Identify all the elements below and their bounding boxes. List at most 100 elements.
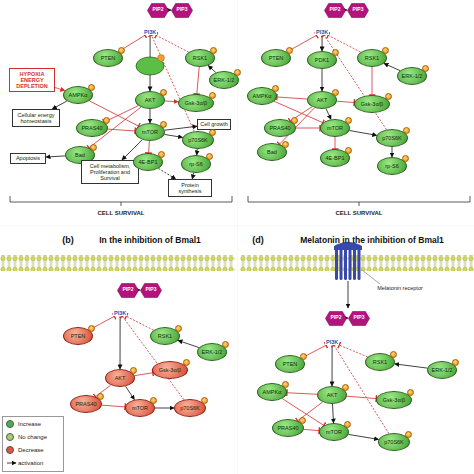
- callout-label: Melatonin receptor: [377, 285, 423, 291]
- protein-node: ERK-1/2: [397, 67, 427, 85]
- footer-label: CELL SURVIVAL: [335, 210, 382, 216]
- phosphate-dot: [344, 421, 351, 428]
- legend-arrow: [7, 463, 16, 464]
- phosphate-dot: [88, 325, 95, 332]
- receptor-helix: [340, 248, 343, 280]
- activation-connector: [332, 404, 333, 423]
- inhibition-connector: [197, 67, 199, 94]
- protein-node: p70S6K: [376, 129, 408, 147]
- protein-node: mTOR: [319, 423, 349, 441]
- activation-connector: [150, 109, 151, 123]
- node-label: PIP2: [330, 7, 341, 13]
- node-label: PI3K: [316, 29, 328, 35]
- activation-connector: [332, 345, 333, 386]
- connector-layer: [46, 10, 427, 439]
- inhibition-connector: [277, 97, 307, 99]
- node-label: Apoptosis: [16, 155, 40, 161]
- protein-node: PTEN: [275, 355, 305, 373]
- activation-connector: [169, 10, 171, 11]
- node-label: Cellular energy homeostasis: [15, 112, 57, 125]
- phosphate-dot: [103, 117, 110, 124]
- phosphate-dot: [210, 47, 217, 54]
- legend-item: Decrease: [6, 446, 44, 454]
- node-label: mTOR: [142, 129, 158, 135]
- bracket: [10, 196, 232, 206]
- node-label: Gsk-3α/β: [159, 367, 182, 373]
- phosphate-dot: [407, 389, 414, 396]
- unlabeled-protein: [136, 55, 164, 75]
- node-label: PRAS40: [75, 401, 96, 407]
- node-label: Gsk-3α/β: [185, 100, 208, 106]
- activation-connector: [46, 156, 65, 157]
- phosphate-dot: [88, 84, 95, 91]
- protein-node: AMPKα: [63, 86, 93, 104]
- protein-node: AKT: [307, 91, 337, 109]
- phosphate-dot: [291, 117, 298, 124]
- node-label: RSK1: [193, 55, 207, 61]
- protein-node: Gsk-3α/β: [376, 391, 412, 409]
- activation-connector: [139, 290, 140, 291]
- receptor-helix: [349, 248, 352, 280]
- protein-node: ERK-1/2: [427, 361, 457, 379]
- activation-connector: [346, 10, 347, 11]
- inhibition-connector: [148, 141, 150, 153]
- phosphate-dot: [183, 359, 190, 366]
- activation-connector: [126, 386, 135, 399]
- node-label: p70S6K: [180, 405, 200, 411]
- inhibition-connector: [335, 137, 336, 149]
- protein-node: AMPKα: [257, 383, 287, 401]
- phosphate-dot: [206, 153, 213, 160]
- phosphate-dot: [160, 89, 167, 96]
- protein-node: RSK1: [365, 353, 395, 371]
- protein-node: p70S6K: [378, 433, 410, 451]
- phosphate-dot: [342, 384, 349, 391]
- node-label: 4E-BP1: [139, 159, 158, 165]
- panel-letter: (b): [62, 235, 74, 245]
- protein-node: PTEN: [63, 327, 93, 345]
- phosphate-dot: [130, 367, 137, 374]
- phosphate-dot: [382, 47, 389, 54]
- phosphate-dot: [422, 65, 429, 72]
- bracket: [248, 196, 470, 206]
- phosphate-dot: [201, 397, 208, 404]
- inhibition-connector: [304, 429, 319, 430]
- node-label: PRAS40: [269, 125, 290, 131]
- activation-connector: [165, 100, 178, 102]
- protein-node: RSK1: [357, 49, 387, 67]
- protein-node: AKT: [105, 369, 135, 387]
- kinase-box: PI3K: [315, 29, 329, 35]
- node-label: RSK1: [158, 333, 172, 339]
- phosphate-dot: [452, 359, 459, 366]
- node-label: AKT: [327, 392, 338, 398]
- legend-text: Increase: [18, 421, 41, 427]
- protein-node: RSK1: [150, 327, 180, 345]
- activation-connector: [164, 134, 182, 137]
- node-label: Cell metabolism, Proliferation and Survi…: [84, 163, 136, 182]
- legend-line-sample: [6, 459, 18, 467]
- receptor-helix: [335, 248, 338, 280]
- hexagon-shape: [147, 3, 168, 17]
- phosphate-dot: [299, 417, 306, 424]
- phosphate-dot: [390, 351, 397, 358]
- node-label: mTOR: [326, 429, 342, 435]
- node-label: PI3K: [114, 310, 126, 316]
- phosphate-dot: [402, 155, 409, 162]
- phosphate-dot: [150, 397, 157, 404]
- activation-connector: [322, 35, 323, 51]
- node-label: HYPOXIA ENERGY DEPLETION: [12, 71, 52, 90]
- panel-title: Melatonin in the inhibition of Bmal1: [300, 235, 444, 245]
- activation-connector: [392, 147, 393, 157]
- activation-connector: [395, 364, 428, 368]
- lipid-hexagon: PIP3: [348, 311, 370, 326]
- inhibition-connector: [347, 396, 376, 398]
- phosphate-dot: [209, 92, 216, 99]
- protein-node: PRAS40: [76, 119, 108, 137]
- node-label: RSK1: [373, 359, 387, 365]
- phosphate-dot: [158, 151, 165, 158]
- activation-connector: [155, 408, 174, 409]
- node-label: AKT: [115, 375, 126, 381]
- legend-text: Decrease: [18, 447, 44, 453]
- protein-node: mTOR: [135, 123, 165, 141]
- legend-item: Increase: [6, 420, 41, 428]
